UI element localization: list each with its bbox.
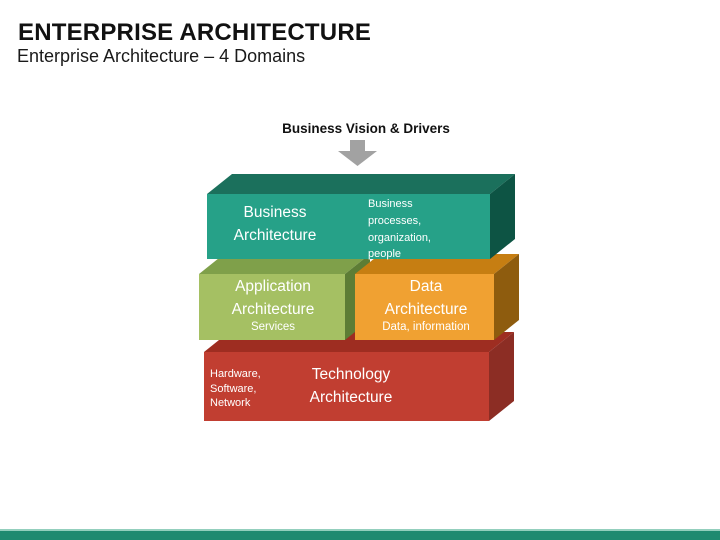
business-block-title: Business Architecture — [233, 204, 317, 244]
business-front-face — [207, 194, 490, 259]
application-block-note: Services — [250, 321, 296, 333]
footer-accent-bar — [0, 529, 720, 540]
business-block — [207, 174, 515, 259]
business-block-note: Business processes, organization, people — [368, 198, 431, 261]
data-block-note: Data, information — [382, 321, 470, 333]
technology-side-face — [489, 332, 514, 421]
page-subtitle: Enterprise Architecture – 4 Domains — [17, 46, 306, 66]
technology-front-face — [204, 352, 489, 421]
application-block-title: Application Architecture — [231, 278, 315, 318]
technology-block-note: Hardware, Software, Network — [210, 368, 261, 410]
data-front-face — [355, 274, 494, 340]
application-front-face — [199, 274, 345, 340]
page-title: ENTERPRISE ARCHITECTURE — [18, 19, 372, 46]
flow-label: Business Vision & Drivers — [282, 121, 450, 136]
business-side-face — [490, 174, 515, 259]
data-side-face — [494, 254, 519, 340]
down-arrow-icon — [338, 140, 377, 166]
business-top-face — [207, 174, 515, 194]
technology-block-title: Technology Architecture — [309, 366, 393, 406]
data-block-title: Data Architecture — [384, 278, 468, 318]
